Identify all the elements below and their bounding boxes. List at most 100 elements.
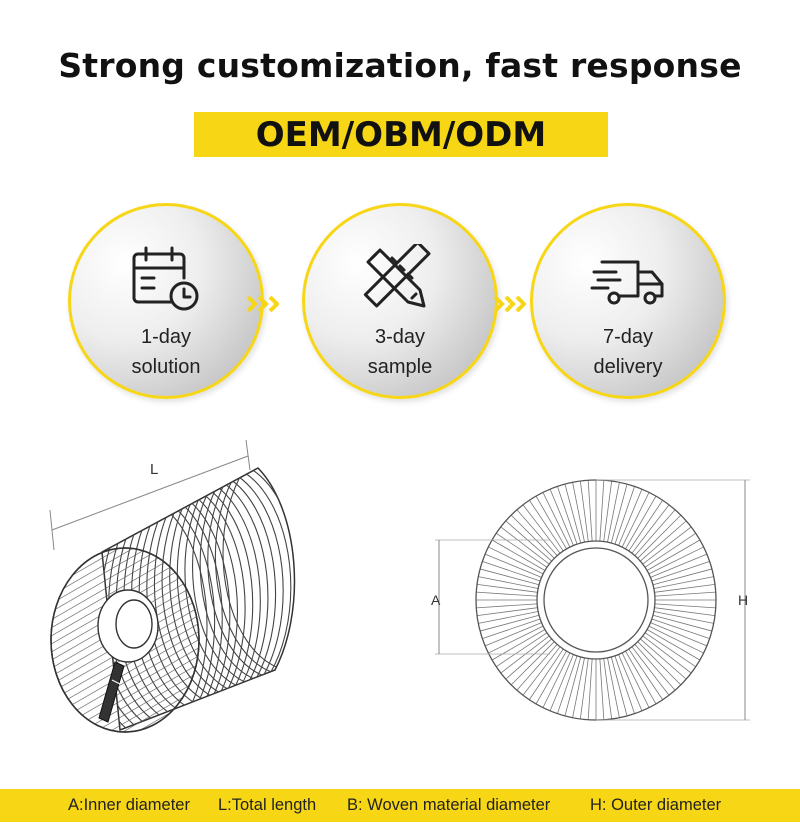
bristle-spoke (484, 622, 542, 647)
bristle-spoke (516, 509, 558, 556)
bristle-spoke (528, 648, 564, 700)
bristle-spoke (579, 480, 589, 542)
bristle-spoke (628, 648, 664, 700)
bristle-spoke (631, 646, 670, 696)
bristle-spoke (599, 658, 605, 720)
bristle-spoke (587, 658, 593, 720)
bristle-spoke (510, 514, 555, 559)
chevron-right-icon (246, 295, 279, 313)
bristle-spoke (618, 488, 643, 546)
step-delivery: 7-day delivery (530, 203, 726, 399)
bristle-spoke (618, 654, 643, 712)
bristle-spoke (491, 539, 546, 571)
bristle-spoke (478, 611, 539, 624)
brush-roll-perspective-diagram: L (49, 440, 296, 733)
chevron-right-icon (493, 295, 526, 313)
step-label: sample (367, 356, 433, 378)
bristle-spoke (637, 641, 682, 686)
step-duration: 1-day (140, 326, 192, 348)
bristle-spoke (634, 644, 676, 691)
bristle-spoke (650, 622, 708, 647)
banner-text: OEM/OBM/ODM (255, 114, 547, 155)
bristle-spoke (505, 520, 552, 562)
legend-item-outer: H: Outer diameter (590, 796, 722, 814)
bristle-spoke (549, 488, 574, 546)
bristle-spoke (542, 492, 571, 548)
legend-item-woven: B: Woven material diameter (347, 796, 551, 814)
bristle-spoke (631, 504, 670, 554)
bristle-spoke (516, 644, 558, 691)
bristle-spoke (476, 603, 538, 609)
bristle-spoke (614, 486, 635, 545)
bristle-spoke (557, 486, 578, 545)
bristle-spoke (634, 509, 676, 556)
bristle-spoke (640, 520, 687, 562)
bristle-spoke (496, 632, 548, 668)
bristle-spoke (500, 526, 550, 565)
bristle-spoke (650, 553, 708, 578)
bristle-spoke (640, 638, 687, 680)
bristle-spoke (607, 482, 620, 543)
length-label: L (150, 461, 158, 478)
bristle-spoke (476, 607, 538, 617)
bristle-spoke (654, 607, 716, 617)
bristle-spoke (476, 591, 538, 597)
bristle-spoke (651, 561, 710, 582)
bristle-spoke (505, 638, 552, 680)
bristle-spoke (572, 482, 585, 543)
bristle-spoke (652, 568, 713, 586)
bristle-spoke (484, 553, 542, 578)
bristle-spoke (488, 546, 544, 575)
bristle-spoke (607, 657, 620, 718)
bristle-spoke (614, 655, 635, 714)
bristle-spoke (599, 480, 605, 542)
oem-banner: OEM/OBM/ODM (194, 112, 608, 157)
bristle-spoke (621, 652, 650, 708)
bristle-spoke (549, 654, 574, 712)
calendar-clock-icon (132, 246, 199, 311)
bristle-spoke (496, 532, 548, 568)
bristle-spoke (542, 652, 571, 708)
bristle-spoke (625, 650, 657, 705)
brush-roll-front-diagram: A H (431, 479, 750, 721)
bristle-spoke (535, 495, 567, 550)
bristle-spoke (654, 603, 716, 609)
bristle-spoke (510, 641, 555, 686)
bristle-spoke (637, 514, 682, 559)
bristle-spoke (642, 635, 692, 674)
bristle-spoke (478, 576, 539, 589)
legend-item-inner: A:Inner diameter (68, 796, 190, 814)
bristle-spoke (628, 500, 664, 552)
bristle-spoke (648, 546, 704, 575)
step-duration: 3-day (374, 326, 426, 348)
bristle-spoke (482, 618, 541, 639)
bristle-spoke (648, 625, 704, 654)
bristle-spoke (488, 625, 544, 654)
bristle-spoke (651, 618, 710, 639)
bristle-spoke (479, 568, 540, 586)
bristle-spoke (653, 576, 714, 589)
step-solution: 1-day solution (68, 203, 264, 399)
bristle-spoke (535, 650, 567, 705)
bristle-ring (222, 468, 295, 672)
step-duration: 7-day (602, 326, 654, 348)
bristle-spoke (564, 483, 582, 544)
bristle-spoke (479, 614, 540, 632)
outer-diameter-label: H (738, 592, 748, 608)
bristle-spoke (557, 655, 578, 714)
bristle-spoke (564, 656, 582, 717)
dimension-legend: A:Inner diameter L:Total length B: Woven… (0, 789, 800, 822)
bristle-spoke (476, 583, 538, 593)
bristle-spoke (603, 480, 613, 542)
bristle-spoke (642, 526, 692, 565)
step-label: solution (131, 356, 201, 378)
bristle-spoke (603, 658, 613, 720)
bristle-spoke (644, 632, 696, 668)
bristle-spoke (522, 646, 561, 696)
bristle-spoke (653, 611, 714, 624)
delivery-truck-icon (590, 260, 664, 305)
bristle-spoke (500, 635, 550, 674)
bristle-spoke (610, 483, 628, 544)
bristle-spoke (652, 614, 713, 632)
bristle-spoke (491, 629, 546, 661)
